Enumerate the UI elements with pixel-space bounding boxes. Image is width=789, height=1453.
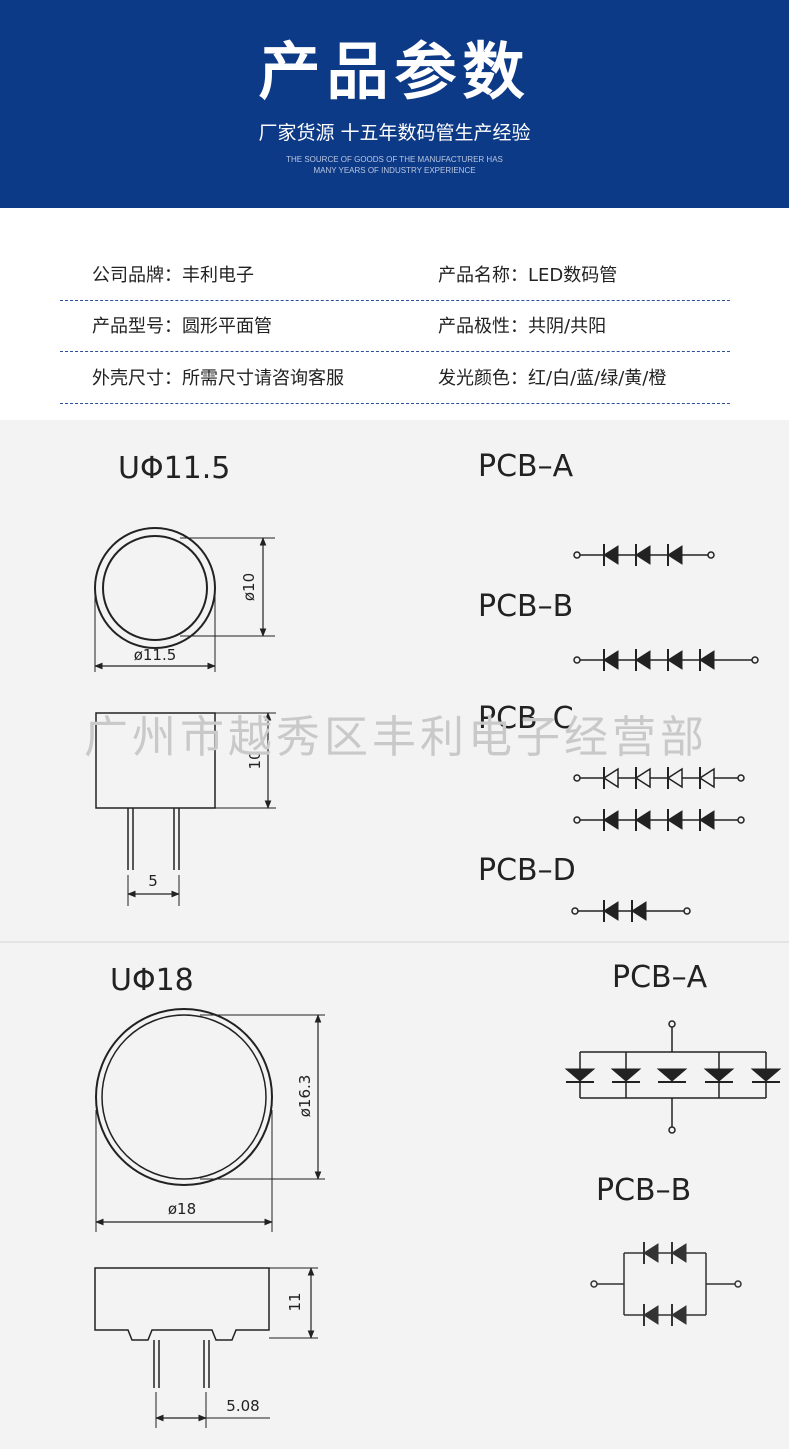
spec-row: 公司品牌：丰利电子 产品名称：LED数码管 (60, 250, 730, 301)
watermark: 广州市越秀区丰利电子经营部 (84, 712, 708, 763)
pcb-b-circuit-11-5 (573, 649, 759, 671)
pcb-a-label-11-5: PCB–A (478, 449, 574, 484)
side-view-18 (94, 1267, 318, 1428)
pcb-c-circuit-11-5 (573, 767, 745, 831)
spec-row: 外壳尺寸：所需尺寸请咨询客服 发光颜色：红/白/蓝/绿/黄/橙 (60, 353, 730, 404)
spec-polarity: 产品极性：共阴/共阳 (438, 316, 607, 337)
side-view-11-5 (95, 712, 276, 906)
spec-brand: 公司品牌：丰利电子 (92, 265, 254, 286)
spec-product-name: 产品名称：LED数码管 (438, 265, 618, 286)
spec-case-size: 外壳尺寸：所需尺寸请咨询客服 (92, 368, 344, 389)
dim-inner-diameter-11-5: ø10 (240, 573, 258, 601)
model-label-11-5: UΦ11.5 (118, 451, 230, 486)
dim-inner-diameter-18: ø16.3 (296, 1075, 314, 1118)
dim-pitch-18: 5.08 (226, 1397, 259, 1415)
pcb-b-label-11-5: PCB–B (478, 589, 573, 624)
dim-outer-diameter-18: ø18 (168, 1200, 196, 1218)
spec-row: 产品型号：圆形平面管 产品极性：共阴/共阳 (60, 301, 730, 352)
pcb-d-label-11-5: PCB–D (478, 853, 576, 888)
model-label-18: UΦ18 (110, 963, 194, 998)
technical-drawing-area: UΦ11.5 ø10 ø11.5 10 5 (0, 420, 789, 1449)
subtitle-en-line-2: MANY YEARS OF INDUSTRY EXPERIENCE (313, 166, 476, 175)
front-view-18 (95, 1008, 325, 1232)
dim-height-11-5: 10 (246, 750, 264, 769)
pcb-b-label-18: PCB–B (596, 1173, 691, 1208)
pcb-c-label-11-5: PCB–C (478, 701, 574, 736)
subtitle-en-line-1: THE SOURCE OF GOODS OF THE MANUFACTURER … (286, 155, 503, 164)
pcb-b-circuit-18 (590, 1242, 742, 1326)
pcb-d-circuit-11-5 (571, 900, 691, 922)
spec-model: 产品型号：圆形平面管 (92, 316, 272, 337)
dim-outer-diameter-11-5: ø11.5 (134, 646, 177, 664)
dim-pitch-11-5: 5 (148, 872, 158, 890)
front-view-11-5 (94, 527, 275, 672)
page-subtitle-english: THE SOURCE OF GOODS OF THE MANUFACTURER … (270, 154, 519, 176)
pcb-a-circuit-18 (564, 1020, 782, 1134)
page-title: 产品参数 (258, 35, 531, 108)
page-subtitle: 厂家货源 十五年数码管生产经验 (258, 122, 531, 144)
spec-emit-color: 发光颜色：红/白/蓝/绿/黄/橙 (438, 368, 667, 389)
pcb-a-circuit-11-5 (573, 544, 715, 566)
pcb-a-label-18: PCB–A (612, 960, 708, 995)
technical-drawing: UΦ11.5 ø10 ø11.5 10 5 (0, 449, 789, 1428)
dim-height-18: 11 (286, 1292, 304, 1311)
header-banner: 产品参数 厂家货源 十五年数码管生产经验 THE SOURCE OF GOODS… (0, 0, 789, 208)
